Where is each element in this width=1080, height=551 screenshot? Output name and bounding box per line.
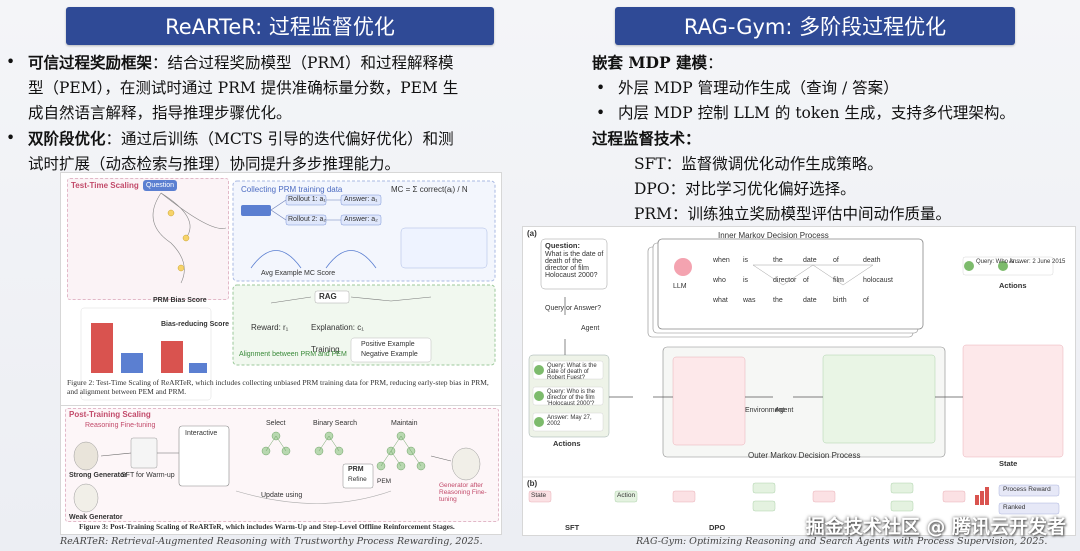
process-supervision-heading: 过程监督技术：: [592, 129, 701, 148]
rag-gym-diagram: [523, 238, 1075, 515]
token-cell: is: [743, 277, 749, 284]
right-section-title: RAG-Gym: 多阶段过程优化: [615, 7, 1015, 45]
token-cell: the: [773, 297, 783, 304]
bullet-inner-mdp: •内层 MDP 控制 LLM 的 token 生成，支持多代理架构。: [596, 104, 1015, 122]
token-cell: director: [773, 277, 797, 284]
token-cell: was: [743, 297, 756, 304]
bullet-dot: •: [6, 53, 16, 71]
token-cell: of: [833, 257, 839, 264]
token-cell: date: [803, 257, 817, 264]
sft-line: SFT：监督微调优化动作生成策略。: [634, 155, 883, 173]
watermark: 掘金技术社区 @ 腾讯云开发者: [805, 516, 1066, 538]
rearter-figure-2: Test-Time Scaling Question PRM Bias Scor…: [60, 172, 502, 406]
token-cell: date: [803, 297, 817, 304]
left-citation: ReARTeR: Retrieval-Augmented Reasoning w…: [60, 536, 483, 547]
figure-2-caption: Figure 2: Test-Time Scaling of ReARTeR, …: [67, 378, 489, 396]
rearter-figure-3: Post-Training Scaling Reasoning Fine-tun…: [60, 405, 502, 535]
token-cell: of: [863, 297, 869, 304]
left-section-title: ReARTeR: 过程监督优化: [66, 7, 494, 45]
token-cell: who: [713, 277, 726, 284]
bullet-outer-mdp: •外层 MDP 管理动作生成（查询 / 答案）: [596, 79, 899, 97]
token-cell: film: [833, 277, 844, 284]
token-cell: what: [713, 297, 728, 304]
prm-line: PRM：训练独立奖励模型评估中间动作质量。: [634, 205, 951, 223]
left-bullets: • 可信过程奖励框架：结合过程奖励模型（PRM）和过程解释模 型（PEM），在测…: [6, 50, 536, 177]
bullet-dot: •: [6, 129, 16, 147]
bullet-two-stage: • 双阶段优化：通过后训练（MCTS 引导的迭代偏好优化）和测: [6, 126, 536, 152]
nested-mdp-heading: 嵌套 MDP 建模: [592, 53, 708, 72]
right-bullets: 嵌套 MDP 建模： •外层 MDP 管理动作生成（查询 / 答案） •内层 M…: [592, 50, 1072, 227]
token-cell: the: [773, 257, 783, 264]
bullet-trusted-reward: • 可信过程奖励框架：结合过程奖励模型（PRM）和过程解释模: [6, 50, 536, 76]
figure-3-caption: Figure 3: Post-Training Scaling of ReART…: [79, 522, 455, 531]
rag-gym-figure: (a) (b) Inner Markov Decision Process Ou…: [522, 226, 1076, 536]
token-cell: is: [743, 257, 749, 264]
figure-3-diagram: [73, 425, 481, 513]
dpo-line: DPO：对比学习优化偏好选择。: [634, 180, 856, 198]
token-cell: birth: [833, 297, 847, 304]
token-cell: death: [863, 257, 881, 264]
token-cell: when: [713, 257, 730, 264]
token-cell: holocaust: [863, 277, 893, 284]
token-cell: of: [803, 277, 809, 284]
right-citation: RAG-Gym: Optimizing Reasoning and Search…: [636, 536, 1048, 547]
figure-2-diagram: [80, 180, 496, 401]
